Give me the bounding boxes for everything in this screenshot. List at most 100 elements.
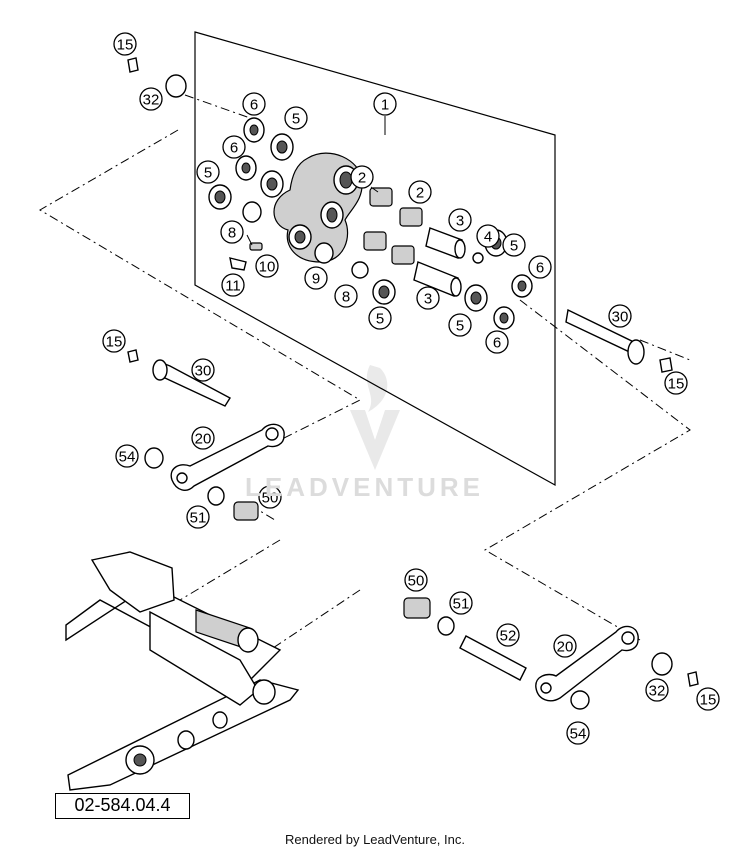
callout-number: 1 [381, 97, 389, 114]
callout-c15b: 15 [664, 371, 688, 395]
bushings [144, 447, 590, 710]
callout-c8b: 8 [334, 284, 358, 308]
motorcycle-frame [65, 551, 300, 791]
callout-circle [186, 505, 210, 529]
callout-circle [553, 634, 577, 658]
callout-c54a: 54 [115, 444, 139, 468]
callout-c52: 52 [496, 623, 520, 647]
seals-and-bearings [208, 117, 533, 330]
callout-number: 2 [416, 185, 424, 202]
callout-circle [528, 255, 552, 279]
callout-number: 50 [408, 573, 425, 590]
callout-c50a: 50 [258, 485, 282, 509]
callout-circle [449, 591, 473, 615]
callout-circle [304, 266, 328, 290]
credit-text: Rendered by LeadVenture, Inc. [285, 832, 465, 847]
callout-circle [502, 233, 526, 257]
callout-c15c: 15 [102, 329, 126, 353]
callout-circle [334, 284, 358, 308]
callout-number: 6 [250, 97, 258, 114]
callout-c9: 9 [304, 266, 328, 290]
callout-circle [191, 426, 215, 450]
callout-c32b: 32 [645, 678, 669, 702]
callout-number: 6 [536, 260, 544, 277]
callout-c3a: 3 [448, 208, 472, 232]
spacer-sleeves [413, 227, 484, 297]
callout-c2b: 2 [408, 180, 432, 204]
callout-circle [645, 678, 669, 702]
callout-c6d: 6 [485, 330, 509, 354]
callout-number: 15 [106, 334, 123, 351]
callout-circle [496, 623, 520, 647]
callout-c54b: 54 [566, 721, 590, 745]
callout-circle [221, 273, 245, 297]
callout-circle [408, 180, 432, 204]
callout-circle [222, 135, 246, 159]
callout-circle [476, 224, 500, 248]
callout-number: 5 [204, 165, 212, 182]
callout-circle [350, 165, 374, 189]
diagram-code: 02-584.04.4 [55, 793, 190, 819]
callout-circle [448, 313, 472, 337]
callout-number: 15 [117, 37, 134, 54]
watermark-logo [350, 365, 400, 470]
callout-circle [448, 208, 472, 232]
callout-c5b: 5 [196, 160, 220, 184]
callout-c20a: 20 [191, 426, 215, 450]
callout-circle [664, 371, 688, 395]
callout-circle [115, 444, 139, 468]
callout-circle [373, 92, 397, 116]
callout-circle [404, 568, 428, 592]
watermark-text: LEADVENTURE [245, 472, 485, 502]
callout-c5a: 5 [284, 106, 308, 130]
small-fittings [229, 201, 369, 279]
callout-c30b: 30 [191, 358, 215, 382]
callout-circle [368, 306, 392, 330]
callout-number: 30 [612, 309, 629, 326]
callout-circle [284, 106, 308, 130]
callout-circle [608, 304, 632, 328]
callout-c11: 11 [221, 273, 245, 297]
callout-c6b: 6 [222, 135, 246, 159]
callout-number: 20 [195, 431, 212, 448]
callout-c51b: 51 [449, 591, 473, 615]
callout-c50b: 50 [404, 568, 428, 592]
callout-number: 5 [510, 238, 518, 255]
callout-number: 5 [376, 311, 384, 328]
callout-number: 20 [557, 639, 574, 656]
callout-circle [258, 485, 282, 509]
callout-number: 9 [312, 271, 320, 288]
callout-number: 30 [195, 363, 212, 380]
callout-number: 4 [484, 229, 492, 246]
callout-number: 8 [342, 289, 350, 306]
lever-assembly [273, 152, 363, 263]
callout-c15a: 15 [113, 32, 137, 56]
callout-number: 6 [493, 335, 501, 352]
callout-number: 51 [453, 596, 470, 613]
pivot-bolts [152, 308, 645, 407]
assembly-frame [194, 31, 556, 487]
callout-number: 50 [262, 490, 279, 507]
callout-circle [416, 286, 440, 310]
callout-c6c: 6 [528, 255, 552, 279]
callout-number: 8 [228, 225, 236, 242]
callout-number: 3 [424, 291, 432, 308]
callout-number: 2 [358, 170, 366, 187]
callout-c32a: 32 [139, 87, 163, 111]
callout-c3b: 3 [416, 286, 440, 310]
needle-bearings [363, 187, 423, 265]
callout-circle [220, 220, 244, 244]
callout-number: 51 [190, 510, 207, 527]
callout-c4: 4 [476, 224, 500, 248]
callout-c15d: 15 [696, 687, 720, 711]
callout-c20b: 20 [553, 634, 577, 658]
callout-c5c: 5 [502, 233, 526, 257]
callout-number: 5 [292, 111, 300, 128]
callout-number: 11 [225, 278, 241, 295]
callout-c5e: 5 [448, 313, 472, 337]
callout-circle [485, 330, 509, 354]
alignment-lines [39, 94, 691, 651]
callout-circle [139, 87, 163, 111]
callout-c51a: 51 [186, 505, 210, 529]
